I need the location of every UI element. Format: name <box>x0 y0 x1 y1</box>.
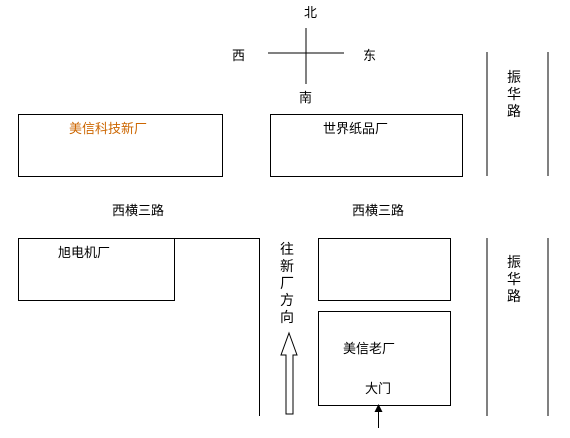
zhenhua-road-lower-label: 振华路 <box>507 255 521 305</box>
unnamed-block <box>318 238 451 301</box>
xiheng-road-left-label: 西横三路 <box>112 204 165 219</box>
xiheng-road-right-label: 西横三路 <box>352 204 405 219</box>
xudian-factory-label: 旭电机厂 <box>58 246 111 261</box>
compass-south-label: 南 <box>299 91 313 106</box>
meixin-old-factory-label: 美信老厂 <box>343 342 396 357</box>
xudian-factory-block <box>18 238 175 301</box>
shijie-paper-factory-label: 世界纸品厂 <box>323 122 389 137</box>
compass-east-label: 东 <box>363 49 377 64</box>
gate-arrow-icon <box>374 404 383 412</box>
shijie-paper-factory-block <box>270 114 463 177</box>
direction-arrow-icon <box>280 331 298 415</box>
direction-to-new-factory-label: 往新厂方向 <box>280 242 294 326</box>
meixin-new-factory-block <box>18 114 223 177</box>
zhenhua-road-upper-label: 振华路 <box>507 70 521 120</box>
meixin-old-factory-block <box>318 311 451 406</box>
compass-north-label: 北 <box>304 6 318 21</box>
meixin-new-factory-label: 美信科技新厂 <box>69 122 148 137</box>
compass-west-label: 西 <box>232 49 246 64</box>
gate-label: 大门 <box>365 382 392 397</box>
road-edge-corner <box>174 238 260 416</box>
